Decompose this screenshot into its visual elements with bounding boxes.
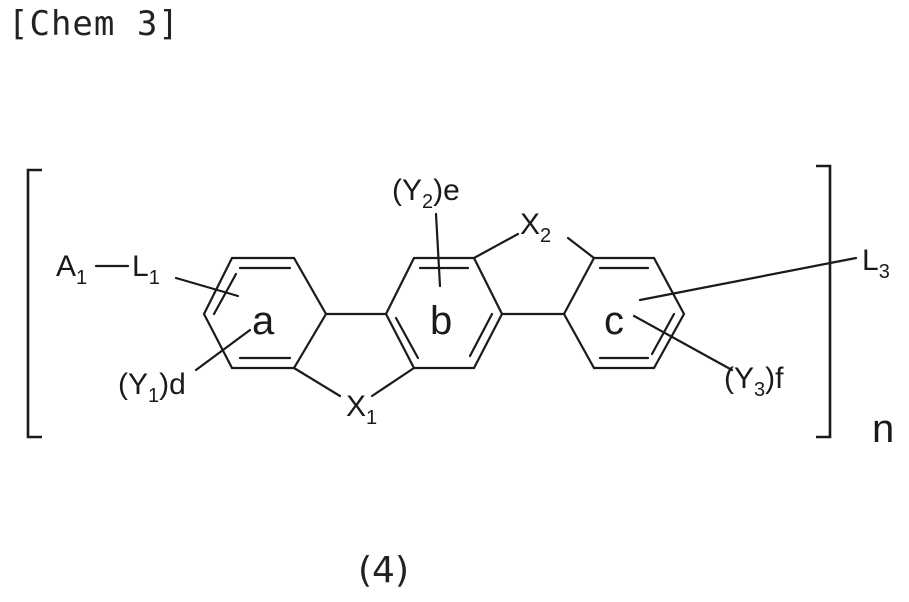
- right-bracket: [816, 166, 830, 437]
- ring-c: [564, 258, 684, 368]
- y1-label: (Y1)d: [118, 368, 186, 407]
- a1-label: A1: [56, 250, 87, 289]
- ring-b-label: b: [430, 299, 452, 343]
- x2-label: X2: [520, 208, 551, 247]
- ring-a-label: a: [252, 299, 275, 343]
- l1-label: L1: [132, 250, 160, 289]
- ring-c-label: c: [604, 299, 624, 343]
- formula-number: (4): [358, 550, 409, 591]
- left-bracket: [28, 170, 42, 437]
- y3-label: (Y3)f: [724, 362, 784, 401]
- l3-label: L3: [862, 244, 890, 283]
- repeat-index-n: n: [872, 407, 894, 451]
- y2-label: (Y2)e: [392, 174, 460, 213]
